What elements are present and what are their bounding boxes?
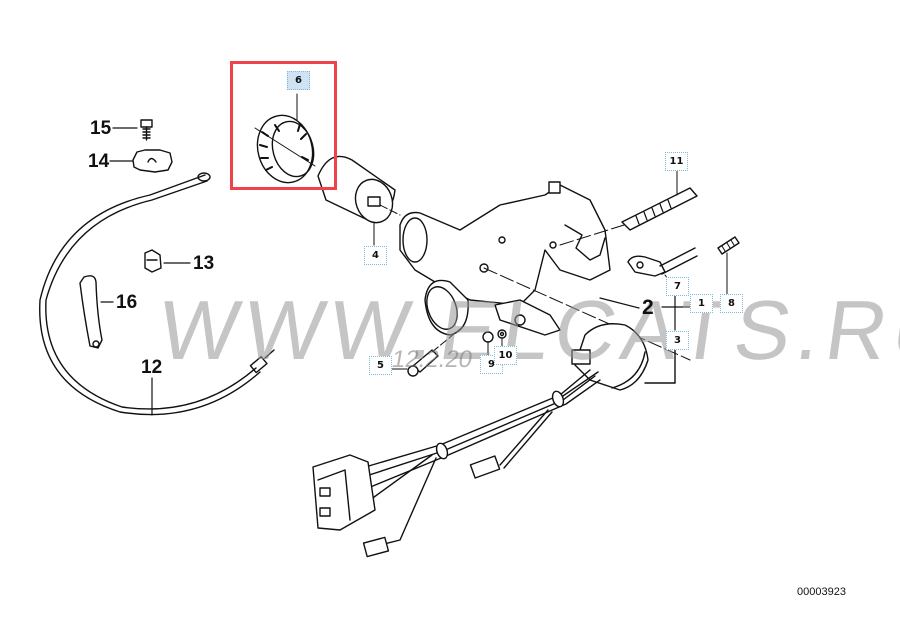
callout-part-4[interactable]: 4 — [364, 246, 387, 265]
ignition-switch-3-icon — [571, 323, 649, 391]
strip-16-icon — [79, 275, 103, 349]
callout-part-8[interactable]: 8 — [720, 294, 743, 313]
washer-10-icon — [497, 329, 507, 339]
label-part-13: 13 — [193, 253, 215, 274]
clip-14-icon — [132, 149, 173, 173]
bolt-5-icon — [407, 349, 439, 377]
nut-9-icon — [482, 331, 494, 343]
label-part-12: 12 — [141, 357, 163, 378]
callout-part-6[interactable]: 6 — [287, 71, 310, 90]
ring-6-icon — [254, 93, 316, 184]
label-part-14: 14 — [88, 151, 110, 172]
label-part-15: 15 — [90, 118, 112, 139]
diagram-id-code: 00003923 — [797, 586, 846, 598]
cable-12-icon — [39, 172, 275, 416]
bolt-15-icon — [140, 119, 153, 141]
clip-13-icon — [144, 249, 162, 273]
callout-part-10[interactable]: 10 — [494, 346, 517, 365]
callout-part-5[interactable]: 5 — [369, 356, 392, 375]
callout-part-7[interactable]: 7 — [666, 277, 689, 296]
lock-cylinder-4-icon — [317, 155, 401, 246]
callout-part-1[interactable]: 1 — [690, 294, 713, 313]
label-part-16: 16 — [116, 292, 138, 313]
plate-7-icon — [627, 247, 698, 283]
label-part-2: 2 — [642, 296, 654, 319]
steering-lock-housing-icon — [399, 181, 691, 361]
pin-11-icon — [621, 169, 698, 231]
wiring-harness-icon — [312, 369, 601, 558]
callout-part-3[interactable]: 3 — [666, 331, 689, 350]
callout-part-11[interactable]: 11 — [665, 152, 688, 171]
screw-8-icon — [717, 236, 740, 296]
